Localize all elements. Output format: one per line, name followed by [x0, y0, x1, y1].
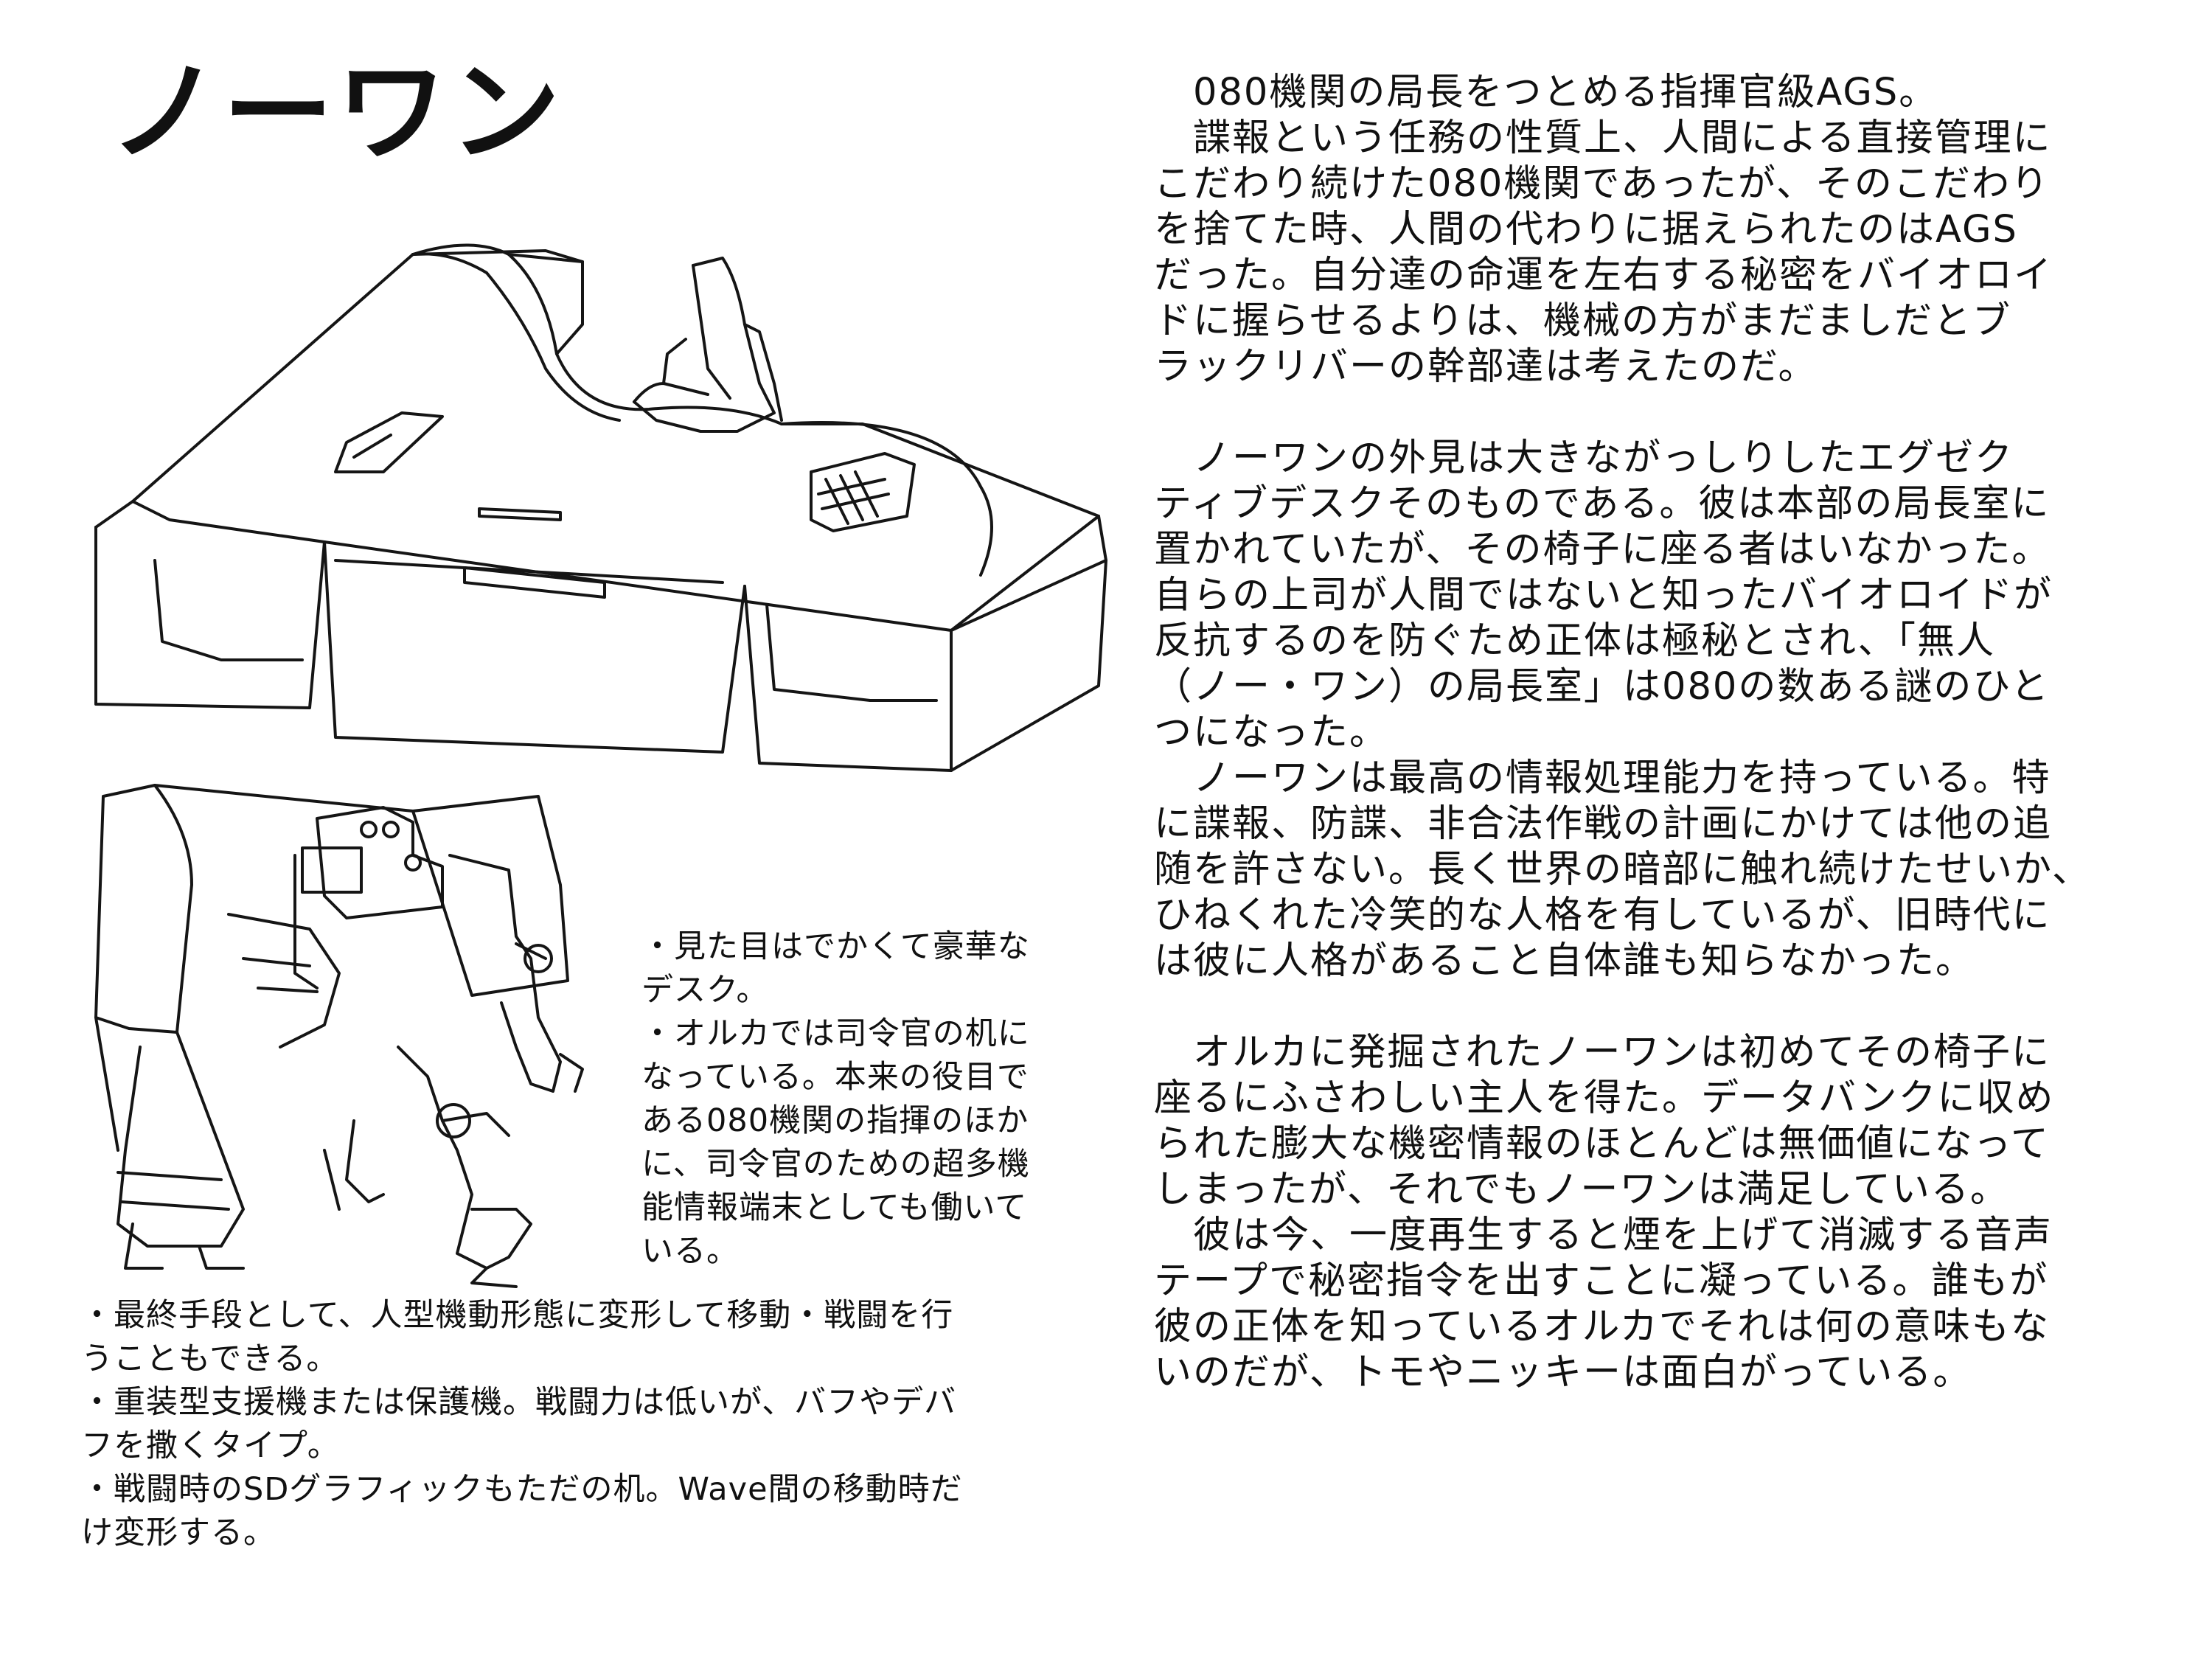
- text-line: 置かれていたが、その椅子に座る者はいなかった。: [1154, 528, 2051, 571]
- note-line: ある080機関の指揮のほか: [641, 1102, 1029, 1139]
- text-line: （ノー・ワン）の局長室」は080の数ある謎のひと: [1154, 665, 2050, 709]
- text-line: ドに握らせるよりは、機械の方がまだましだとブ: [1154, 299, 2011, 343]
- note-line: 能情報端末としても働いて: [641, 1189, 1028, 1226]
- text-line: ティブデスクそのものである。彼は本部の局長室に: [1154, 482, 2051, 526]
- note-line: いる。: [641, 1233, 739, 1270]
- note-line: ・オルカでは司令官の机に: [641, 1015, 1030, 1052]
- text-line: だった。自分達の命運を左右する秘密をバイオロイ: [1154, 254, 2053, 297]
- note-line: ・見た目はでかくて豪華な: [641, 928, 1030, 965]
- text-line: 諜報という任務の性質上、人間による直接管理に: [1154, 116, 2052, 160]
- text-line: 自らの上司が人間ではないと知ったバイオロイドが: [1154, 574, 2053, 617]
- text-line: 080機関の局長をつとめる指揮官級AGS。: [1154, 71, 1938, 114]
- note-line: うこともできる。: [81, 1340, 339, 1377]
- text-line: 随を許さない。長く世界の暗部に触れ続けたせいか、: [1154, 848, 2091, 891]
- text-line: 彼は今、一度再生すると煙を上げて消滅する音声: [1154, 1214, 2053, 1257]
- robot-head: [316, 806, 444, 919]
- body-text-column: 080機関の局長をつとめる指揮官級AGS。 諜報という任務の性質上、人間による直…: [1154, 70, 2194, 1396]
- text-line: を捨てた時、人間の代わりに据えられたのはAGS: [1154, 208, 2018, 251]
- note-line: デスク。: [641, 972, 769, 1009]
- note-line: なっている。本来の役目で: [641, 1059, 1029, 1096]
- paragraph-1: 080機関の局長をつとめる指揮官級AGS。 諜報という任務の性質上、人間による直…: [1154, 70, 2194, 390]
- text-line: ノーワンの外見は大きながっしりしたエグゼク: [1154, 437, 2014, 480]
- desk-curve-cutout: [411, 252, 621, 422]
- text-line: ラックリバーの幹部達は考えたのだ。: [1154, 345, 1818, 389]
- text-line: 反抗するのを防ぐため正体は極秘とされ、「無人: [1154, 619, 1996, 663]
- robot-left-panel: [94, 784, 193, 1034]
- text-line: しまったが、それでもノーワンは満足している。: [1154, 1168, 2009, 1211]
- paragraph-gap: [1154, 984, 2194, 1030]
- paragraph-gap: [1154, 390, 2194, 436]
- text-line: に諜報、防諜、非合法作戦の計画にかけては他の追: [1154, 802, 2052, 846]
- text-line: られた膨大な機密情報のほとんどは無価値になって: [1154, 1122, 2050, 1166]
- notes-right-block: ・見た目はでかくて豪華な デスク。 ・オルカでは司令官の机に なっている。本来の…: [641, 925, 1099, 1273]
- text-line: ひねくれた冷笑的な人格を有しているが、旧時代に: [1154, 894, 2051, 937]
- desk-slot: [334, 411, 444, 473]
- robot-right-panel: [411, 795, 569, 997]
- text-line: オルカに発掘されたノーワンは初めてその椅子に: [1154, 1031, 2051, 1074]
- text-line: つになった。: [1154, 711, 1389, 754]
- note-line: フを撒くタイプ。: [81, 1427, 340, 1464]
- desk-console: [810, 452, 916, 532]
- text-line: 彼の正体を知っているオルカでそれは何の意味もな: [1154, 1305, 2050, 1349]
- note-line: ・戦闘時のSDグラフィックもただの机。Wave間の移動時だ: [81, 1471, 963, 1508]
- paragraph-2: ノーワンの外見は大きながっしりしたエグゼク ティブデスクそのものである。彼は本部…: [1154, 436, 2194, 984]
- robot-right-leg: [397, 1046, 532, 1270]
- note-line: ・重装型支援機または保護機。戦闘力は低いが、バフやデバ: [81, 1384, 957, 1421]
- desk-top-outline: [131, 243, 1100, 632]
- chair: [633, 257, 776, 433]
- note-line: ・最終手段として、人型機動形態に変形して移動・戦闘を行: [81, 1297, 954, 1334]
- text-line: は彼に人格があること自体誰も知らなかった。: [1154, 939, 1975, 983]
- notes-bottom-block: ・最終手段として、人型機動形態に変形して移動・戦闘を行 うこともできる。 ・重装…: [81, 1294, 1113, 1555]
- note-line: け変形する。: [81, 1514, 276, 1551]
- text-line: テープで秘密指令を出すことに凝っている。誰もが: [1154, 1259, 2049, 1303]
- robot-left-leg: [116, 1046, 245, 1248]
- robot-arm: [448, 854, 562, 1093]
- text-line: 座るにふさわしい主人を得た。データバンクに収め: [1154, 1077, 2055, 1120]
- text-line: こだわり続けた080機関であったが、そのこだわり: [1154, 162, 2050, 206]
- desk-front-face: [94, 526, 326, 709]
- desk-sketch-illustration: [94, 243, 1107, 1288]
- page-title: ノーワン: [109, 49, 564, 177]
- text-line: ノーワンは最高の情報処理能力を持っている。特: [1154, 757, 2051, 800]
- note-line: に、司令官のための超多機: [641, 1146, 1030, 1183]
- text-line: いのだが、トモやニッキーは面白がっている。: [1154, 1351, 1972, 1394]
- paragraph-3: オルカに発掘されたノーワンは初めてその椅子に 座るにふさわしい主人を得た。データ…: [1154, 1030, 2194, 1396]
